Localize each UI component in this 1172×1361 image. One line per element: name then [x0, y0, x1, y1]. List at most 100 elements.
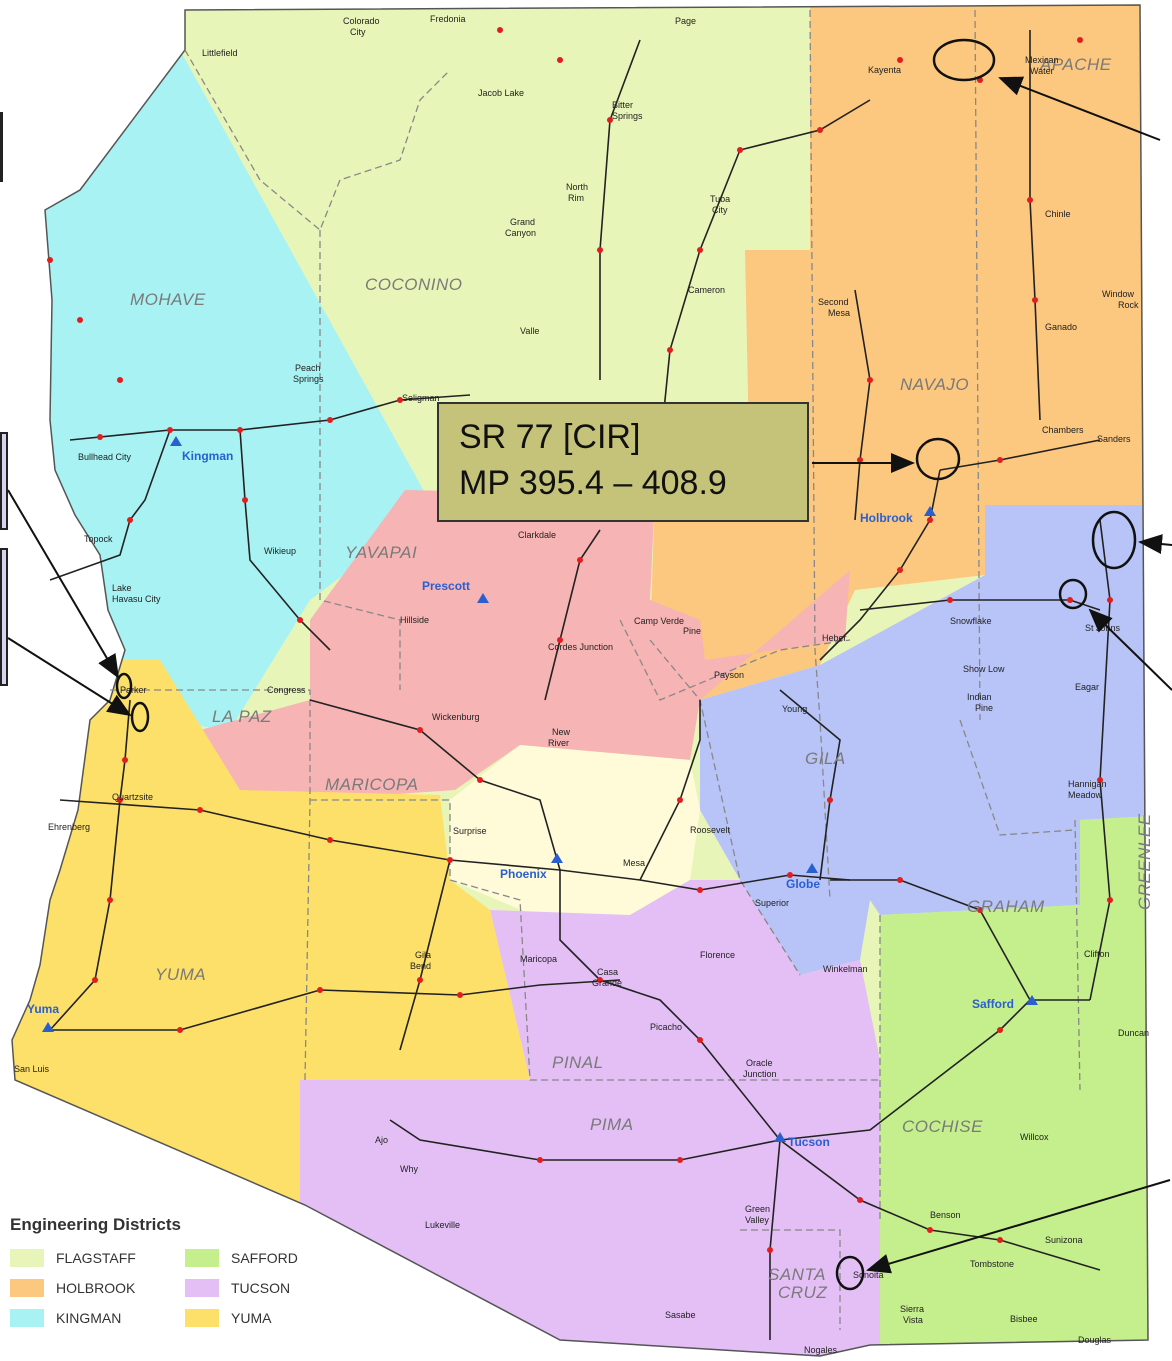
county-cochise: COCHISE: [902, 1117, 983, 1136]
town-superior: Superior: [755, 898, 789, 908]
legend-swatch: [10, 1249, 44, 1267]
city-phoenix: Phoenix: [500, 867, 547, 881]
town-why: Why: [400, 1164, 419, 1174]
triangle-icon: [477, 593, 489, 603]
town-roosevelt: Roosevelt: [690, 825, 731, 835]
town-ganado: Ganado: [1045, 322, 1077, 332]
town-peach: Peach: [295, 363, 321, 373]
town-sanluis: San Luis: [14, 1064, 50, 1074]
town-mexican: Mexican: [1025, 55, 1059, 65]
town-bitter-springs: Springs: [612, 111, 643, 121]
town-clifton: Clifton: [1084, 949, 1110, 959]
town-jacoblake: Jacob Lake: [478, 88, 524, 98]
town-sunizona: Sunizona: [1045, 1235, 1083, 1245]
phoenix-district: [450, 745, 700, 920]
state-outline: [11, 4, 1149, 1357]
town-tuba: Tuba: [710, 194, 730, 204]
city-safford: Safford: [972, 997, 1014, 1011]
town-grand: Grand: [510, 217, 535, 227]
legend-swatch: [185, 1249, 219, 1267]
legend-swatch: [185, 1309, 219, 1327]
offscreen-callout-edge: [0, 112, 3, 182]
town-ehrenberg: Ehrenberg: [48, 822, 90, 832]
town-grand-canyon: Canyon: [505, 228, 536, 238]
county-yuma: YUMA: [155, 965, 206, 984]
town-heber: Heber: [822, 633, 847, 643]
legend-title: Engineering Districts: [10, 1215, 181, 1234]
town-congress: Congress: [267, 685, 306, 695]
town-page: Page: [675, 16, 696, 26]
county-graham: GRAHAM: [967, 897, 1045, 916]
town-chinle: Chinle: [1045, 209, 1071, 219]
town-lukeville: Lukeville: [425, 1220, 460, 1230]
county-apache: APACHE: [1039, 55, 1112, 74]
legend-swatch: [10, 1279, 44, 1297]
town-mesa: Mesa: [623, 858, 645, 868]
legend-items: FLAGSTAFF SAFFORD HOLBROOK TUCSON KINGMA…: [10, 1249, 410, 1327]
town-newriver-2: River: [548, 738, 569, 748]
town-surprise: Surprise: [453, 826, 487, 836]
highlight-circles: [115, 38, 1137, 1291]
legend-label: HOLBROOK: [56, 1280, 136, 1296]
legend-swatch: [185, 1279, 219, 1297]
county-coconino: COCONINO: [365, 275, 463, 294]
city-globe: Globe: [786, 877, 820, 891]
county-santacruz-line2: CRUZ: [778, 1283, 827, 1302]
town-cameron: Cameron: [688, 285, 725, 295]
town-sierra: Sierra: [900, 1304, 924, 1314]
town-second-mesa: Mesa: [828, 308, 850, 318]
town-quartzsite: Quartzsite: [112, 792, 153, 802]
arrow: [1138, 534, 1172, 555]
town-topock: Topock: [84, 534, 113, 544]
legend-item-safford: SAFFORD: [185, 1249, 360, 1267]
triangle-icon: [42, 1022, 54, 1032]
district-office-markers: Kingman Prescott Holbrook Phoenix Globe …: [27, 436, 1038, 1149]
tucson-district: [300, 880, 880, 1356]
arrow: [998, 76, 1161, 141]
city-tucson: Tucson: [788, 1135, 830, 1149]
highlight-circle: [932, 38, 996, 82]
city-yuma: Yuma: [27, 1002, 59, 1016]
callout-mileposts: MP 395.4 – 408.9: [459, 464, 727, 502]
town-cordes: Cordes Junction: [548, 642, 613, 652]
county-mohave: MOHAVE: [130, 290, 206, 309]
legend-label: YUMA: [231, 1310, 272, 1326]
town-florence: Florence: [700, 950, 735, 960]
town-colorado-city: City: [350, 27, 366, 37]
triangle-icon: [806, 863, 818, 873]
town-hannigan: Hannigan: [1068, 779, 1107, 789]
triangle-icon: [924, 506, 936, 516]
legend-label: FLAGSTAFF: [56, 1250, 136, 1266]
town-bullhead: Bullhead City: [78, 452, 132, 462]
town-sonoita: Sonoita: [853, 1270, 884, 1280]
town-wikieup: Wikieup: [264, 546, 296, 556]
town-meadow: Meadow: [1068, 790, 1103, 800]
town-eagar: Eagar: [1075, 682, 1099, 692]
town-littlefield: Littlefield: [202, 48, 238, 58]
prescott-district: [200, 490, 850, 800]
town-labels: Littlefield Colorado City Fredonia Page …: [14, 14, 1149, 1355]
county-gila: GILA: [805, 749, 846, 768]
town-clarkdale: Clarkdale: [518, 530, 556, 540]
legend-item-flagstaff: FLAGSTAFF: [10, 1249, 185, 1267]
town-north-rim: Rim: [568, 193, 584, 203]
town-water: Water: [1030, 66, 1054, 76]
town-lake: Lake: [112, 583, 132, 593]
highlight-circle: [915, 437, 961, 481]
triangle-icon: [551, 853, 563, 863]
county-greenlee: GREENLEE: [1135, 813, 1154, 910]
legend-label: KINGMAN: [56, 1310, 122, 1326]
town-green-valley: Valley: [745, 1215, 769, 1225]
arrow: [7, 489, 120, 679]
kingman-district: [12, 50, 440, 730]
town-window-rock: Rock: [1118, 300, 1139, 310]
county-boundaries: [110, 9, 1081, 1330]
highlight-circle: [1091, 510, 1137, 570]
legend-label: SAFFORD: [231, 1250, 298, 1266]
offscreen-callout-box: [0, 432, 8, 530]
highlight-circle: [130, 701, 150, 733]
town-maricopa: Maricopa: [520, 954, 557, 964]
town-colorado: Colorado: [343, 16, 380, 26]
